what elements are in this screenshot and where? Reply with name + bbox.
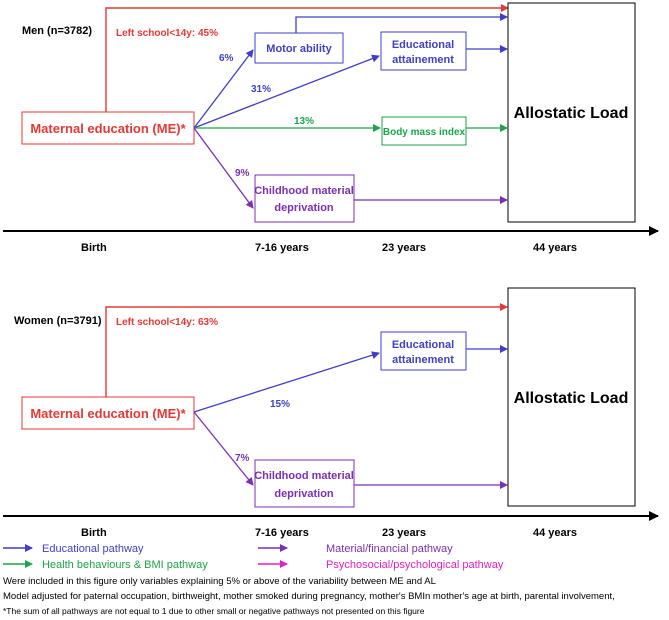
legend-material-label: Material/financial pathway (326, 543, 453, 555)
men-pct-education: 31% (251, 84, 271, 95)
legend-psychosocial-label: Psychosocial/psychological pathway (326, 559, 504, 571)
men-childhood-deprivation-box (254, 174, 355, 223)
men-arrow-motor-al (295, 13, 508, 33)
men-left-school-arrow (105, 4, 509, 112)
men-timeline-t3: 44 years (533, 242, 577, 254)
women-childhood-deprivation-box (254, 459, 355, 508)
women-allostatic-load-label: Allostatic Load (514, 390, 629, 407)
women-title: Women (n=3791) (14, 315, 102, 327)
men-panel: Men (n=3782) Left school<14y: 45% Matern… (3, 2, 659, 254)
men-motor-ability-label: Motor ability (266, 43, 332, 55)
women-timeline-t1: 7-16 years (255, 527, 309, 539)
legend-educational-label: Educational pathway (42, 543, 144, 555)
men-pct-bmi: 13% (294, 116, 314, 127)
women-childhood-deprivation-line1: Childhood material (254, 470, 354, 482)
men-educational-attainment-box (380, 31, 467, 71)
men-motor-ability-box (254, 32, 344, 64)
women-left-school-label: Left school<14y: 63% (116, 317, 218, 328)
legend: Educational pathway Material/financial p… (3, 543, 504, 571)
women-arrow-me-education (193, 351, 380, 413)
women-pct-education: 15% (270, 399, 290, 410)
men-left-school-label: Left school<14y: 45% (116, 28, 218, 39)
women-pct-childhood: 7% (235, 453, 250, 464)
men-pct-childhood: 9% (235, 168, 250, 179)
women-timeline-birth: Birth (81, 527, 107, 539)
men-arrow-me-motor (193, 49, 254, 129)
men-body-mass-index-label: Body mass index (383, 127, 466, 138)
legend-health-label: Health behaviours & BMI pathway (42, 559, 208, 571)
women-educational-attainment-line2: attainement (392, 354, 454, 366)
women-panel: Women (n=3791) Left school<14y: 63% Mate… (3, 287, 659, 539)
men-title: Men (n=3782) (22, 25, 92, 37)
men-childhood-deprivation-line2: deprivation (274, 202, 334, 214)
women-left-school-arrow (105, 303, 508, 398)
men-body-mass-index-box (381, 116, 467, 146)
women-maternal-education-label: Maternal education (ME)* (30, 406, 186, 421)
men-allostatic-load-label: Allostatic Load (514, 105, 629, 122)
men-timeline-birth: Birth (81, 242, 107, 254)
women-childhood-deprivation-line2: deprivation (274, 488, 334, 500)
notes: Were included in this figure only variab… (3, 576, 615, 616)
note-line3: *The sum of all pathways are not equal t… (3, 606, 425, 616)
men-educational-attainment-line2: attainement (392, 54, 454, 66)
men-educational-attainment-line1: Educational (392, 39, 454, 51)
women-timeline-t2: 23 years (382, 527, 426, 539)
men-arrow-me-childhood (193, 127, 254, 209)
men-arrow-me-education (193, 54, 380, 129)
men-timeline-t1: 7-16 years (255, 242, 309, 254)
note-line1: Were included in this figure only variab… (3, 576, 436, 587)
men-maternal-education-label: Maternal education (ME)* (30, 121, 186, 136)
men-timeline-t2: 23 years (382, 242, 426, 254)
women-allostatic-load-box (507, 287, 636, 507)
women-maternal-education-box (21, 396, 195, 430)
women-educational-attainment-box (380, 331, 467, 371)
women-arrow-me-childhood (193, 411, 254, 486)
men-pct-motor: 6% (219, 53, 234, 64)
women-educational-attainment-line1: Educational (392, 339, 454, 351)
note-line2: Model adjusted for paternal occupation, … (3, 591, 615, 602)
women-timeline-t3: 44 years (533, 527, 577, 539)
men-childhood-deprivation-line1: Childhood material (254, 185, 354, 197)
men-allostatic-load-box (507, 2, 636, 223)
